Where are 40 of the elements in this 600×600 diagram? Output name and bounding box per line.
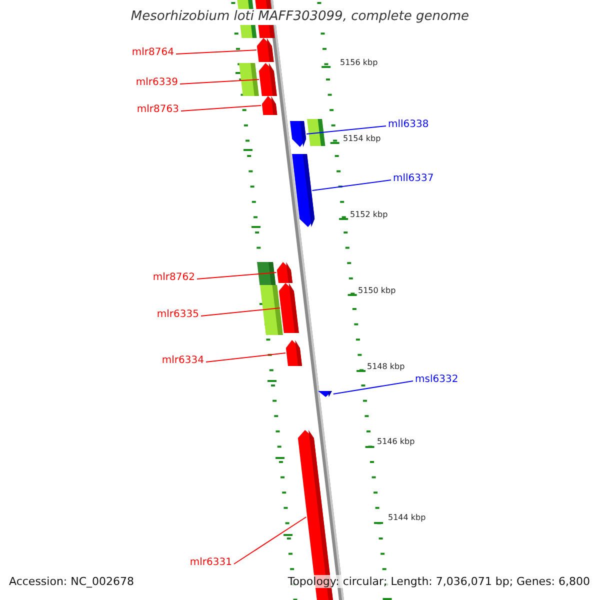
gene-label: mlr8762 xyxy=(152,272,195,284)
leader-line xyxy=(234,516,307,564)
leader-line xyxy=(180,105,262,112)
leader-line xyxy=(306,126,386,134)
gene-label: mlr6339 xyxy=(136,77,178,89)
gene-label: mll6337 xyxy=(393,173,434,185)
scale-label: 5152 kbp xyxy=(350,210,388,220)
gene-label: mlr6335 xyxy=(156,309,199,321)
gene-label: mlr8764 xyxy=(132,47,174,59)
leader-line xyxy=(176,50,257,54)
leader-line xyxy=(200,308,280,316)
scale-label: 5148 kbp xyxy=(367,362,405,372)
leader-line xyxy=(312,180,392,191)
accession-text: Accession: NC_002678 xyxy=(9,575,134,588)
gene-label: msl6332 xyxy=(415,374,458,386)
gene-block xyxy=(286,340,302,366)
gene-label: mlr6331 xyxy=(190,557,232,569)
gene-block xyxy=(256,38,274,62)
leader-line xyxy=(196,272,277,280)
gene-bar xyxy=(260,285,283,335)
scale-label: 5146 kbp xyxy=(377,437,415,447)
genome-info-text: Topology: circular; Length: 7,036,071 bp; Genes: 6,800 xyxy=(288,575,590,588)
scale-label: 5156 kbp xyxy=(340,58,378,68)
gene-label: mlr6334 xyxy=(162,355,204,367)
gene-block xyxy=(292,154,315,227)
gene-label: mlr8763 xyxy=(136,104,179,116)
scale-label: 5150 kbp xyxy=(358,286,396,296)
leader-line xyxy=(206,352,286,362)
scale-label: 5154 kbp xyxy=(343,134,381,144)
gene-block xyxy=(262,96,278,115)
leader-line xyxy=(332,380,414,394)
gene-block xyxy=(318,391,332,397)
gene-label: mll6338 xyxy=(388,119,429,131)
gene-bar xyxy=(307,119,326,146)
leader-line xyxy=(180,79,260,84)
gene-block xyxy=(290,121,306,147)
gene-bar xyxy=(239,63,259,96)
gene-block xyxy=(276,262,292,283)
gene-bar xyxy=(257,262,276,285)
scale-label: 5144 kbp xyxy=(388,513,426,523)
